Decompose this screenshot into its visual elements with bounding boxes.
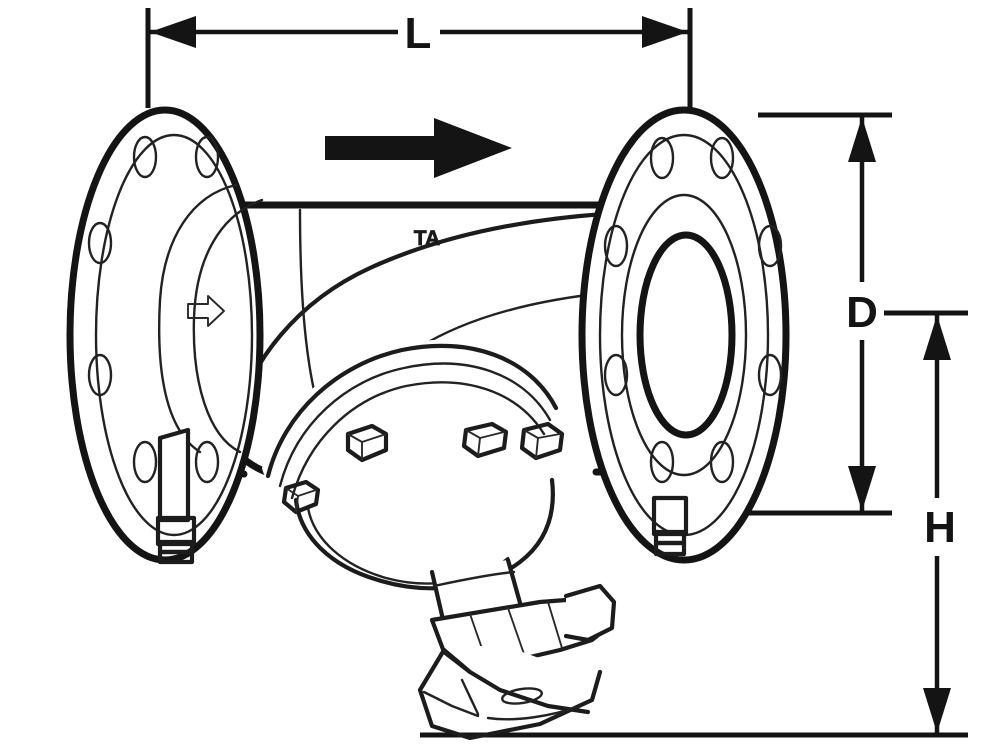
arrowhead-L-right	[642, 16, 688, 48]
right-test-nipple	[651, 495, 689, 557]
strainer-cap	[262, 339, 568, 591]
left-bolt-hole-2	[194, 135, 220, 179]
right-flange	[578, 106, 790, 564]
dimension-L: L	[145, 8, 693, 108]
drain-handle-wing-fill	[566, 586, 614, 640]
right-bolt-hole-2	[709, 136, 735, 180]
cap-bolt-left-facets	[347, 433, 387, 461]
right-bolt-hole-7	[649, 440, 675, 484]
drain-handle-blade-inner-2	[460, 678, 480, 716]
drain-handle-lower-edge	[486, 704, 582, 721]
right-flange-outer-edge	[578, 106, 790, 564]
right-flange-raised-face	[620, 193, 748, 477]
drain-handle-hole	[501, 687, 543, 705]
left-flange-outer-fill	[70, 110, 260, 560]
cap-bolt-right-facets	[523, 429, 561, 459]
right-nipple-thread-2	[653, 540, 687, 557]
strainer-cap-bolts	[281, 421, 565, 515]
left-bolt-hole-3	[87, 221, 113, 265]
dimension-label-H: H	[924, 503, 956, 552]
flow-direction-arrow	[325, 118, 512, 178]
brand-logo-text: TA	[414, 227, 440, 250]
cap-bolt-lower-left	[281, 479, 321, 515]
drain-neck-left	[429, 569, 447, 627]
right-bolt-hole-4	[757, 224, 783, 268]
right-bolt-hole-6	[757, 353, 783, 397]
drain-handle-blade-top-edge	[441, 647, 591, 715]
strainer-cap-rim-outer	[265, 343, 559, 479]
cap-bolt-mid-facets	[465, 429, 505, 457]
left-bolt-hole-1	[132, 135, 158, 179]
right-bolt-hole-8	[709, 440, 735, 484]
drain-handle-blade-inner-1	[422, 690, 480, 718]
left-test-nipple	[155, 427, 197, 565]
inlet-flow-arrow	[187, 295, 225, 327]
strainer-cap-rim-inner	[278, 362, 552, 488]
right-bolt-hole-1	[649, 136, 675, 180]
inlet-flow-arrow-shape	[187, 295, 225, 327]
arrowhead-H-bottom	[923, 688, 951, 733]
right-bolt-hole-3	[603, 224, 629, 268]
arrowhead-D-top	[848, 117, 876, 162]
strainer-cap-rim-inner-2	[290, 381, 546, 500]
left-nipple-thread-2	[157, 549, 195, 565]
right-bolt-hole-5	[603, 353, 629, 397]
left-bolt-hole-5	[132, 440, 158, 484]
dimension-H: H	[420, 310, 968, 738]
left-flange-bolt-holes	[87, 135, 220, 484]
arrowhead-H-top	[923, 315, 951, 360]
drain-handle-wing-outline	[563, 583, 617, 643]
drain-block-rib-3	[547, 601, 563, 649]
drain-handle-blade-outline	[417, 647, 603, 741]
dimension-label-D: D	[846, 288, 878, 337]
left-bolt-hole-4	[87, 353, 113, 397]
cap-bolt-lower-left-facets	[285, 487, 317, 513]
left-nipple-boss-fill	[158, 430, 190, 524]
drain-block-rib-2	[507, 607, 525, 655]
right-flange-outer-fill	[582, 110, 786, 560]
right-flange-bolt-holes	[603, 136, 783, 484]
dimension-label-L: L	[405, 9, 432, 58]
left-bolt-hole-6	[194, 440, 220, 484]
drain-handle-blade-fill	[444, 644, 600, 712]
arrowhead-D-bottom	[848, 466, 876, 511]
drain-valve	[417, 557, 617, 741]
cap-bolt-mid	[461, 421, 509, 459]
cap-bolt-right	[519, 421, 565, 461]
drain-neck-band	[432, 570, 516, 588]
flow-arrow-shape	[325, 118, 512, 178]
right-flange-bore	[636, 231, 736, 439]
arrowhead-L-left	[150, 16, 196, 48]
left-flange-bolt-circle	[94, 133, 254, 537]
drain-neck-right	[505, 557, 525, 613]
cap-bolt-left	[345, 423, 389, 463]
left-flange-raised-face	[157, 183, 238, 454]
